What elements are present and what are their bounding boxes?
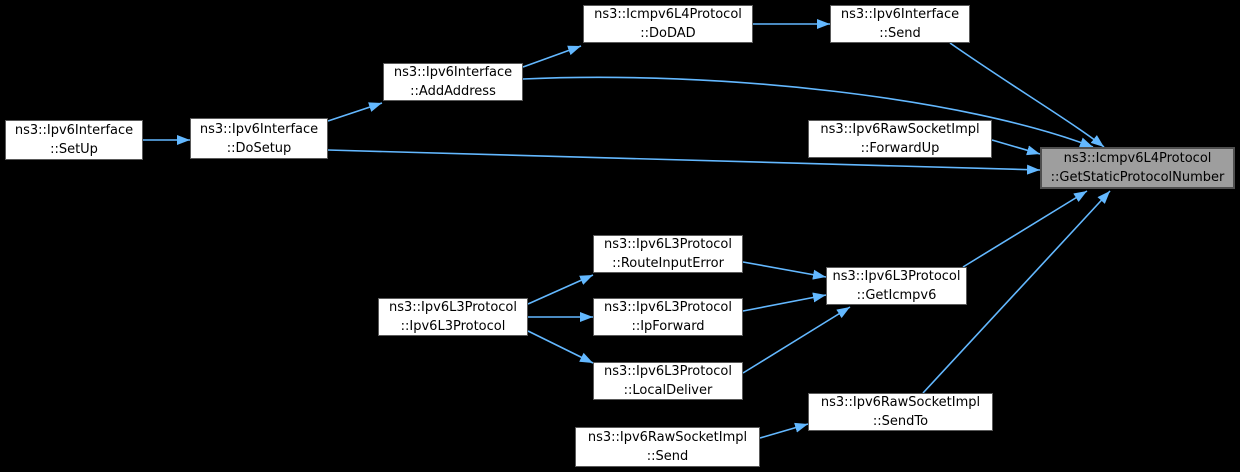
node-label-line2: ::Ipv6L3Protocol	[400, 319, 506, 334]
node-label-line2: ::SetUp	[50, 142, 98, 157]
node-ipv6l3protocol-ipforward[interactable]: ns3::Ipv6L3Protocol ::IpForward	[593, 298, 743, 336]
node-label-line1: ns3::Icmpv6L4Protocol	[1063, 151, 1212, 166]
node-label-line1: ns3::Ipv6Interface	[14, 123, 134, 138]
node-label-line1: ns3::Ipv6Interface	[840, 7, 960, 22]
edge-ipforward-to-geticmpv6	[742, 292, 827, 312]
node-label-line2: ::DoDAD	[640, 26, 696, 41]
node-label-line1: ns3::Ipv6Interface	[393, 65, 513, 80]
node-ipv6rawsocketimpl-sendto[interactable]: ns3::Ipv6RawSocketImpl ::SendTo	[808, 393, 993, 431]
node-ipv6interface-send[interactable]: ns3::Ipv6Interface ::Send	[830, 5, 970, 43]
node-icmpv6l4protocol-dodad[interactable]: ns3::Icmpv6L4Protocol ::DoDAD	[583, 5, 753, 43]
node-ipv6l3protocol-geticmpv6[interactable]: ns3::Ipv6L3Protocol ::GetIcmpv6	[826, 267, 967, 305]
node-label-line2: ::Send	[879, 26, 921, 41]
node-label-line1: ns3::Ipv6L3Protocol	[604, 364, 732, 379]
node-label-line2: ::LocalDeliver	[623, 383, 713, 398]
node-label-line2: ::Send	[646, 449, 689, 464]
node-label-line2: ::ForwardUp	[860, 141, 940, 156]
edge-sendto-to-getstatic	[922, 190, 1111, 394]
edge-addaddress-to-getstatic	[522, 76, 1094, 148]
node-ipv6rawsocketimpl-forwardup[interactable]: ns3::Ipv6RawSocketImpl ::ForwardUp	[808, 120, 992, 158]
node-label-line2: ::GetStaticProtocolNumber	[1050, 170, 1225, 185]
edge-addaddress-to-dodad	[522, 45, 582, 68]
node-label-line1: ns3::Ipv6Interface	[199, 121, 319, 137]
node-label-line2: ::DoSetup	[226, 140, 292, 156]
node-ipv6interface-addaddress[interactable]: ns3::Ipv6Interface ::AddAddress	[383, 63, 523, 101]
node-ipv6rawsocketimpl-send[interactable]: ns3::Ipv6RawSocketImpl ::Send	[575, 427, 760, 467]
edge-routeinput-to-geticmpv6	[742, 261, 827, 280]
edge-dosetup-to-addaddress	[327, 102, 383, 122]
edge-sendiface-to-getstatic	[949, 42, 1105, 148]
edge-geticmpv6-to-getstatic	[962, 190, 1088, 268]
node-label-line2: ::GetIcmpv6	[856, 288, 937, 303]
node-label-line1: ns3::Ipv6RawSocketImpl	[587, 430, 748, 445]
edge-localdeliver-to-geticmpv6	[742, 306, 851, 374]
node-ipv6interface-dosetup[interactable]: ns3::Ipv6Interface ::DoSetup	[190, 118, 328, 159]
node-label-line2: ::RouteInputError	[612, 256, 724, 271]
node-ipv6l3protocol-routeinputerror[interactable]: ns3::Ipv6L3Protocol ::RouteInputError	[593, 235, 743, 273]
node-label-line2: ::AddAddress	[410, 84, 496, 99]
node-label-line2: ::IpForward	[631, 319, 705, 334]
node-icmpv6l4protocol-getstaticprotocolnumber[interactable]: ns3::Icmpv6L4Protocol ::GetStaticProtoco…	[1040, 147, 1235, 189]
edge-dosetup-to-getstatic	[327, 149, 1041, 175]
node-label-line1: ns3::Ipv6RawSocketImpl	[820, 395, 981, 410]
node-label-line1: ns3::Ipv6L3Protocol	[604, 237, 732, 252]
node-label-line1: ns3::Ipv6RawSocketImpl	[820, 122, 980, 137]
edge-ctor-to-localdeliver	[527, 330, 594, 364]
node-ipv6l3protocol-constructor[interactable]: ns3::Ipv6L3Protocol ::Ipv6L3Protocol	[378, 298, 528, 336]
node-ipv6interface-setup[interactable]: ns3::Ipv6Interface ::SetUp	[5, 120, 143, 160]
node-label-line2: ::SendTo	[872, 414, 929, 429]
node-ipv6l3protocol-localdeliver[interactable]: ns3::Ipv6L3Protocol ::LocalDeliver	[593, 362, 743, 400]
edge-forwardup-to-getstatic	[991, 139, 1041, 156]
node-label-line1: ns3::Ipv6L3Protocol	[389, 300, 517, 315]
edge-sendraw-to-sendto	[759, 422, 809, 439]
edge-ctor-to-routeinput	[527, 274, 594, 305]
node-label-line1: ns3::Icmpv6L4Protocol	[594, 7, 742, 22]
node-label-line1: ns3::Ipv6L3Protocol	[832, 269, 961, 284]
node-label-line1: ns3::Ipv6L3Protocol	[604, 300, 732, 315]
